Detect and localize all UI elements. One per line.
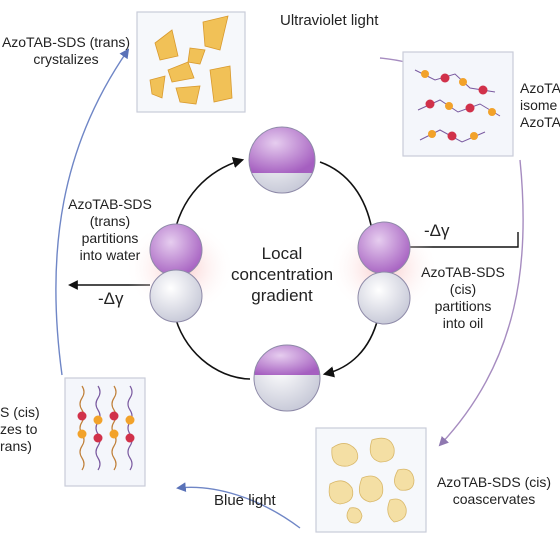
inner-arrow-bottom-right <box>322 317 379 378</box>
center-text-2: concentration <box>230 265 334 284</box>
droplet-pair-right <box>357 221 411 325</box>
right-cycle-arrow <box>438 159 524 447</box>
right-text-1: AzoTAB-SDS <box>421 264 505 280</box>
cis-partitions-label: AzoTAB-SDS (cis) partitions into oil <box>408 264 518 332</box>
local-gradient-label: Local concentration gradient <box>212 243 352 306</box>
inner-arrow-bottom-left <box>173 311 251 380</box>
left-cycle-arrow <box>55 48 130 376</box>
right-text-2: (cis) <box>449 281 477 297</box>
droplet-pair-left <box>149 223 203 323</box>
top-right-text-1: AzoTAB <box>520 80 560 96</box>
janus-droplet-bottom <box>253 344 321 412</box>
center-text-1: Local <box>261 244 303 263</box>
trans-crystallizes-label: AzoTAB-SDS (trans) crystalizes <box>0 34 132 68</box>
uv-light-label: Ultraviolet light <box>280 12 379 29</box>
top-left-text-1: AzoTAB-SDS (trans) <box>1 34 131 50</box>
coacervates-label: AzoTAB-SDS (cis) coascervates <box>428 474 560 508</box>
left-text-4: into water <box>79 247 141 263</box>
bottom-right-text-1: AzoTAB-SDS (cis) <box>436 474 552 490</box>
bottom-left-text-2: zes to <box>0 421 38 437</box>
left-text-2: (trans) <box>89 213 131 229</box>
coacervate-panel <box>315 427 427 533</box>
top-right-text-3: AzoTA <box>520 114 560 130</box>
right-text-4: into oil <box>442 315 484 331</box>
blue-light-arrow <box>176 482 301 529</box>
bottom-left-text-1: S (cis) <box>0 404 40 420</box>
right-text-3: partitions <box>434 298 492 314</box>
chain-panel-bottom-left <box>64 377 146 487</box>
left-text-1: AzoTAB-SDS <box>68 196 152 212</box>
isomerizes-label: AzoTAB isome AzoTA <box>520 80 560 131</box>
cis-isomerizes-label: S (cis) zes to rans) <box>0 404 40 455</box>
top-left-text-2: crystalizes <box>33 51 99 67</box>
left-delta-gamma: -Δγ <box>98 289 124 308</box>
right-delta-gamma: -Δγ <box>424 221 450 240</box>
chain-panel-top-right <box>402 51 514 157</box>
janus-droplet-top <box>248 126 316 194</box>
top-right-text-2: isome <box>520 97 558 113</box>
crystal-panel <box>136 11 246 113</box>
left-text-3: partitions <box>81 230 139 246</box>
center-text-3: gradient <box>251 286 313 305</box>
bottom-left-text-3: rans) <box>0 438 32 454</box>
blue-light-label: Blue light <box>214 492 276 509</box>
bottom-right-text-2: coascervates <box>452 491 536 507</box>
inner-arrow-top-right <box>319 161 373 231</box>
trans-partitions-label: AzoTAB-SDS (trans) partitions into water <box>60 196 160 264</box>
